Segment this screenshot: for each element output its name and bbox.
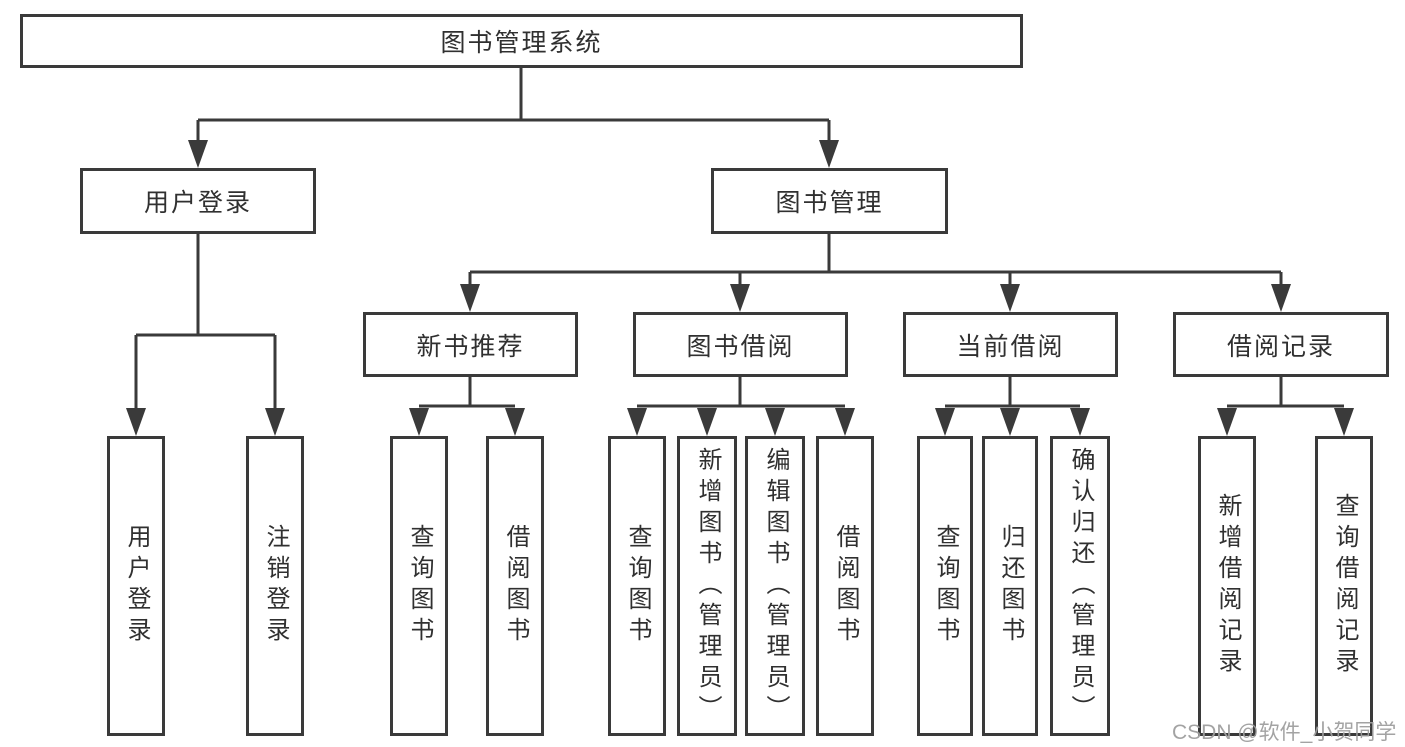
- node-leaf-add-books-admin: 新增图书（管理员）: [677, 436, 737, 736]
- node-label: 用户登录: [123, 524, 150, 648]
- node-label: 用户登录: [143, 189, 252, 217]
- connector-new-book-recommend-to-children: [409, 377, 525, 436]
- node-leaf-query-borrow-record: 查询借阅记录: [1315, 436, 1373, 736]
- node-leaf-return-books: 归还图书: [982, 436, 1038, 736]
- node-current-borrow: 当前借阅: [903, 312, 1118, 377]
- node-label: 图书管理系统: [440, 29, 603, 57]
- node-leaf-borrow-books-recommend: 借阅图书: [486, 436, 544, 736]
- node-label: 新书推荐: [416, 332, 525, 361]
- node-book-borrow: 图书借阅: [633, 312, 848, 377]
- node-label: 图书管理: [775, 189, 884, 217]
- node-label: 借阅图书: [832, 524, 859, 648]
- node-new-book-recommend: 新书推荐: [363, 312, 578, 377]
- node-label: 新增图书（管理员）: [694, 446, 721, 726]
- node-label: 归还图书: [997, 524, 1024, 648]
- node-leaf-confirm-return-admin: 确认归还（管理员）: [1050, 436, 1110, 736]
- node-label: 查询借阅记录: [1331, 493, 1358, 679]
- node-leaf-edit-books-admin: 编辑图书（管理员）: [745, 436, 805, 736]
- node-label: 图书借阅: [686, 332, 795, 361]
- connector-current-borrow-to-children: [935, 377, 1090, 436]
- csdn-watermark: CSDN @软件_小贺同学: [1172, 721, 1397, 744]
- node-leaf-borrow-books: 借阅图书: [816, 436, 874, 736]
- node-label: 借阅记录: [1226, 332, 1335, 361]
- connector-book-borrow-to-children: [627, 377, 855, 436]
- node-label: 注销登录: [262, 524, 289, 648]
- node-borrow-records: 借阅记录: [1173, 312, 1389, 377]
- connector-book-management-to-children: [460, 234, 1291, 312]
- node-leaf-logout: 注销登录: [246, 436, 304, 736]
- node-leaf-query-books-current: 查询图书: [917, 436, 973, 736]
- node-leaf-user-login: 用户登录: [107, 436, 165, 736]
- connector-borrow-records-to-children: [1217, 377, 1354, 436]
- node-user-login: 用户登录: [80, 168, 316, 234]
- node-leaf-add-borrow-record: 新增借阅记录: [1198, 436, 1256, 736]
- node-leaf-query-books-recommend: 查询图书: [390, 436, 448, 736]
- node-label: 当前借阅: [956, 332, 1065, 361]
- node-label: 查询图书: [406, 524, 433, 648]
- node-book-management: 图书管理: [711, 168, 948, 234]
- node-label: 确认归还（管理员）: [1067, 446, 1094, 726]
- node-label: 借阅图书: [502, 524, 529, 648]
- node-label: 编辑图书（管理员）: [762, 446, 789, 726]
- node-library-management-system: 图书管理系统: [20, 14, 1023, 68]
- node-label: 查询图书: [932, 524, 959, 648]
- node-leaf-query-books-borrow: 查询图书: [608, 436, 666, 736]
- node-label: 新增借阅记录: [1214, 493, 1241, 679]
- node-label: 查询图书: [624, 524, 651, 648]
- connector-root-to-level1: [188, 68, 839, 168]
- connector-user-login-to-children: [126, 234, 285, 436]
